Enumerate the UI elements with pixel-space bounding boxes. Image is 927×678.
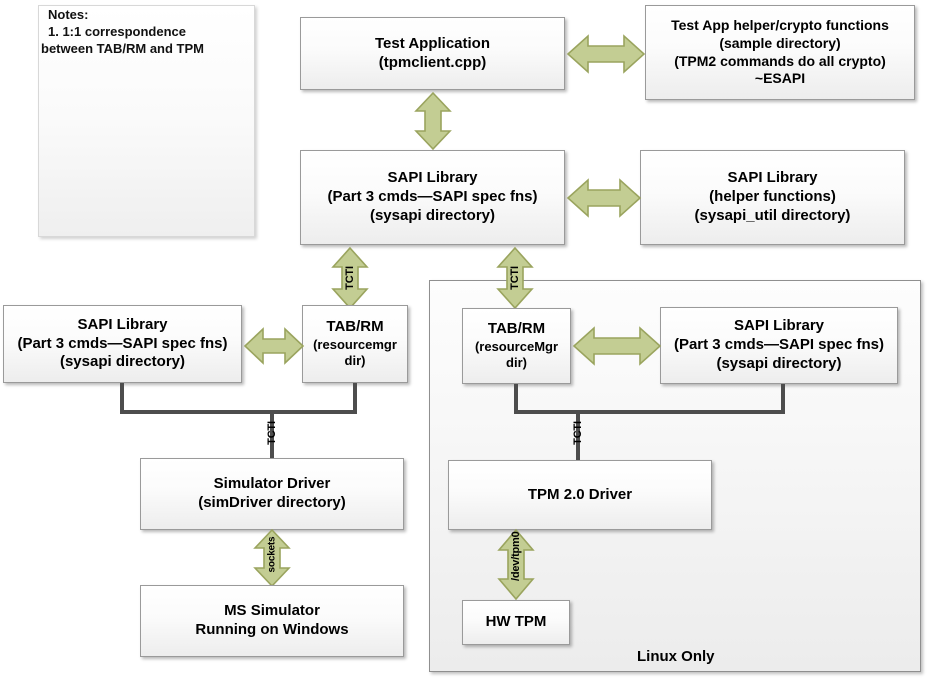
tpm-driver-line-1: TPM 2.0 Driver (527, 485, 633, 503)
sapi-library-main-line-2: (Part 3 cmds—SAPI spec fns) (327, 188, 538, 206)
sapi-library-main-line-1: SAPI Library (387, 169, 478, 187)
box-ms-simulator[interactable]: MS Simulator Running on Windows (140, 585, 404, 657)
test-app-helper-line-3: (TPM2 commands do all crypto) (674, 52, 886, 69)
sapi-library-left-line-1: SAPI Library (77, 315, 168, 333)
box-hw-tpm[interactable]: HW TPM (462, 600, 570, 645)
notes-line-1: 1. 1:1 correspondence (48, 24, 186, 39)
sapi-library-left-line-2: (Part 3 cmds—SAPI spec fns) (17, 334, 228, 352)
arrow-label-tcti-sim: TCTI (266, 421, 278, 445)
box-tab-rm-left[interactable]: TAB/RM (resourcemgr dir) (302, 305, 408, 383)
sapi-library-linux-line-2: (Part 3 cmds—SAPI spec fns) (673, 336, 885, 354)
connector-left-vert-a (120, 383, 124, 414)
test-app-helper-line-4: ~ESAPI (754, 70, 806, 87)
connector-right-vert-b (781, 384, 785, 414)
box-tab-rm-right[interactable]: TAB/RM (resourceMgr dir) (462, 308, 571, 384)
ms-simulator-line-1: MS Simulator (224, 602, 320, 620)
box-sapi-library-main[interactable]: SAPI Library (Part 3 cmds—SAPI spec fns)… (300, 150, 565, 245)
sapi-library-helper-line-1: SAPI Library (727, 169, 818, 187)
box-test-app-helper-crypto[interactable]: Test App helper/crypto functions (sample… (645, 5, 915, 100)
arrow-label-tcti-left: TCTI (344, 266, 356, 290)
notes-heading: Notes: (48, 7, 89, 22)
tab-rm-left-line-2: (resourcemgr (313, 337, 397, 353)
connector-right-vert-a (514, 384, 518, 414)
tab-rm-right-line-1: TAB/RM (487, 320, 546, 338)
hw-tpm-line-1: HW TPM (485, 613, 547, 631)
test-application-line-1: Test Application (374, 34, 490, 52)
tab-rm-left-line-1: TAB/RM (326, 318, 384, 336)
arrow-tabrm-to-sapilinux-icon (572, 324, 662, 368)
arrow-dev-tpm0-icon (495, 528, 537, 601)
notes-panel (38, 5, 255, 237)
test-app-helper-line-1: Test App helper/crypto functions (671, 17, 889, 34)
sapi-library-linux-line-3: (sysapi directory) (716, 354, 842, 372)
simulator-driver-line-1: Simulator Driver (213, 475, 331, 493)
box-simulator-driver[interactable]: Simulator Driver (simDriver directory) (140, 458, 404, 530)
tab-rm-right-line-3: dir) (506, 355, 527, 371)
box-test-application[interactable]: Test Application (tpmclient.cpp) (300, 17, 565, 90)
test-application-line-2: (tpmclient.cpp) (378, 53, 487, 71)
arrow-label-dev-tpm0: /dev/tpm0 (510, 531, 522, 581)
arrow-label-sockets: sockets (266, 536, 278, 573)
arrow-testapp-to-helper-icon (566, 32, 646, 76)
arrow-testapp-to-sapi-icon (413, 91, 453, 151)
box-tpm-2-0-driver[interactable]: TPM 2.0 Driver (448, 460, 712, 530)
arrow-sapileft-to-tabrm-icon (243, 324, 305, 368)
tab-rm-right-line-2: (resourceMgr (474, 339, 559, 355)
notes-line-2: between TAB/RM and TPM (41, 41, 204, 56)
sapi-library-main-line-3: (sysapi directory) (369, 206, 496, 224)
ms-simulator-line-2: Running on Windows (195, 621, 349, 638)
sapi-library-helper-line-2: (helper functions) (709, 188, 836, 206)
tab-rm-left-line-3: dir) (344, 353, 366, 369)
connector-left-vert-b (353, 383, 357, 414)
sapi-library-helper-line-3: (sysapi_util directory) (694, 206, 851, 224)
connector-right-drop (576, 410, 580, 462)
box-sapi-library-linux[interactable]: SAPI Library (Part 3 cmds—SAPI spec fns)… (660, 307, 898, 384)
simulator-driver-line-2: (simDriver directory) (198, 494, 346, 511)
sapi-library-linux-line-1: SAPI Library (733, 317, 825, 335)
connector-left-horiz (120, 410, 357, 414)
connector-right-horiz (514, 410, 785, 414)
arrow-label-tcti-right: TCTI (509, 266, 521, 290)
box-sapi-library-left[interactable]: SAPI Library (Part 3 cmds—SAPI spec fns)… (3, 305, 242, 383)
box-sapi-library-helper[interactable]: SAPI Library (helper functions) (sysapi_… (640, 150, 905, 245)
arrow-sapi-to-sapi-helper-icon (566, 176, 642, 220)
connector-left-drop (270, 410, 274, 460)
test-app-helper-line-2: (sample directory) (719, 34, 841, 51)
sapi-library-left-line-3: (sysapi directory) (59, 353, 186, 371)
arrow-label-tcti-tpm: TCTI (572, 421, 584, 445)
linux-only-label: Linux Only (637, 648, 715, 665)
